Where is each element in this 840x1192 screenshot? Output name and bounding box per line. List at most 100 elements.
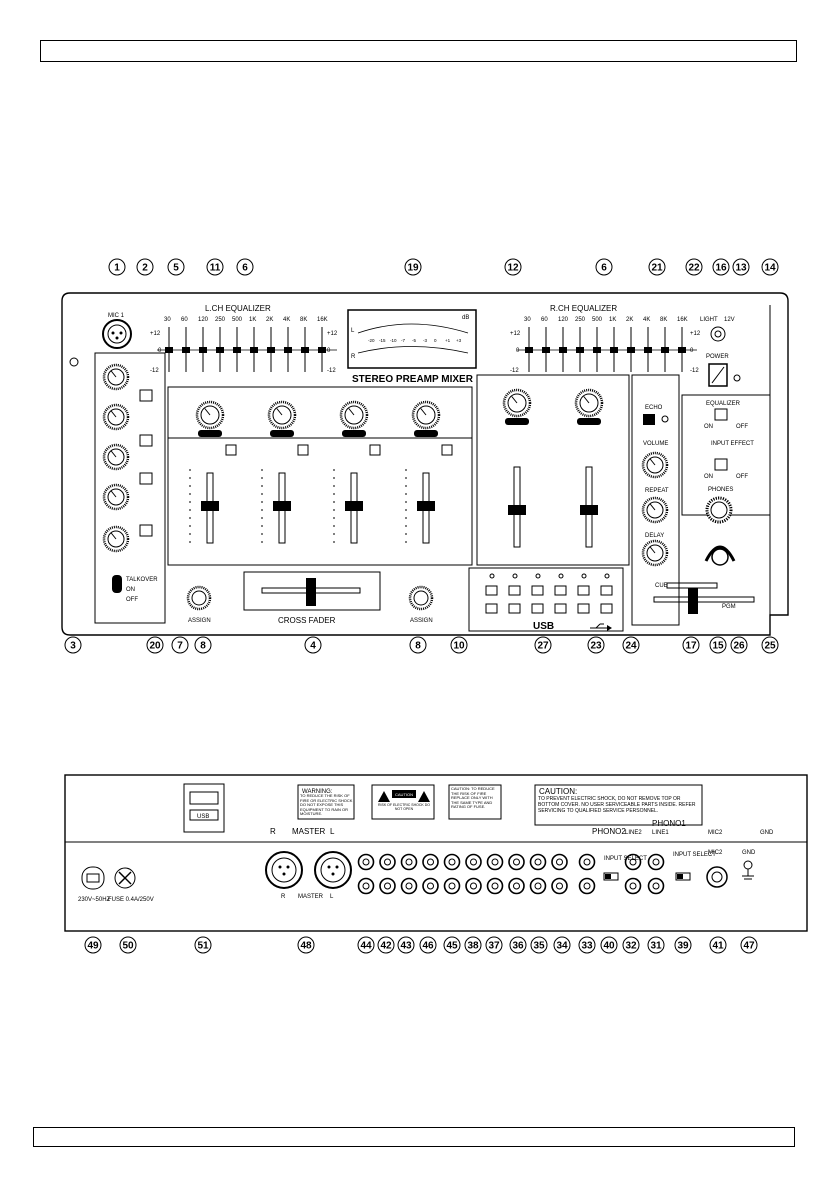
kill-button[interactable] — [139, 472, 153, 485]
mic2-knob[interactable] — [102, 525, 130, 553]
usb-badge — [189, 809, 219, 821]
callout-10: 10 — [450, 636, 468, 654]
usb-button[interactable] — [554, 585, 567, 596]
svg-text:25: 25 — [764, 641, 776, 652]
usb-button[interactable] — [485, 585, 498, 596]
effect-switch[interactable] — [714, 458, 728, 471]
channel-fader[interactable] — [417, 501, 435, 511]
callout-6: 6 — [595, 258, 613, 276]
channel-switch[interactable] — [270, 430, 294, 437]
callout-6: 6 — [236, 258, 254, 276]
channel-fader[interactable] — [273, 501, 291, 511]
usb-button[interactable] — [577, 585, 590, 596]
svg-text:3: 3 — [70, 641, 76, 652]
echo-button[interactable] — [643, 414, 655, 425]
r-eq-freq: 120 — [558, 317, 569, 323]
phones-knob[interactable] — [705, 496, 733, 524]
usb-button[interactable] — [531, 603, 544, 614]
mic1-knob[interactable] — [102, 483, 130, 511]
callout-12: 12 — [504, 258, 522, 276]
line-select-button[interactable] — [369, 444, 381, 456]
effect-off: OFF — [736, 474, 748, 480]
usb-button[interactable] — [485, 603, 498, 614]
master-xlr-right — [265, 851, 303, 889]
mic-cue-button[interactable] — [139, 524, 153, 537]
page-header-box — [40, 40, 797, 62]
usb-button[interactable] — [531, 585, 544, 596]
l-eq-zero-r: 0 — [327, 348, 331, 354]
channel-switch[interactable] — [198, 430, 222, 437]
usb-panel — [468, 567, 624, 632]
svg-text:10: 10 — [453, 641, 465, 652]
assign-knob-left[interactable] — [186, 585, 212, 611]
svg-text:6: 6 — [601, 263, 607, 274]
rca-jack — [508, 853, 525, 871]
rear-master-bot: MASTER — [298, 894, 324, 900]
gain-knob[interactable] — [195, 400, 225, 430]
kill-button[interactable] — [139, 389, 153, 402]
r-eq-freq: 250 — [575, 317, 586, 323]
master-balance-knob[interactable] — [502, 388, 532, 418]
input-select-1: INPUT SELECT — [604, 856, 647, 862]
rca-jack — [357, 877, 375, 895]
page-footer-box — [33, 1127, 795, 1147]
rca-jack — [551, 853, 568, 871]
echo-repeat-knob[interactable] — [641, 496, 669, 524]
zone-fader[interactable] — [580, 505, 598, 515]
usb-button[interactable] — [554, 603, 567, 614]
mid-knob[interactable] — [102, 403, 130, 431]
channel-fader[interactable] — [201, 501, 219, 511]
ground-terminal — [742, 860, 754, 880]
light-label: LIGHT — [700, 317, 718, 323]
assign-knob-right[interactable] — [408, 585, 434, 611]
mic2-jack — [706, 866, 728, 888]
channel-switch[interactable] — [342, 430, 366, 437]
line-select-button[interactable] — [297, 444, 309, 456]
high-knob[interactable] — [102, 363, 130, 391]
gain-knob[interactable] — [411, 400, 441, 430]
usb-button[interactable] — [508, 603, 521, 614]
low-knob[interactable] — [102, 443, 130, 471]
rear-l-top: L — [330, 827, 335, 836]
channel-switch[interactable] — [414, 430, 438, 437]
r-eq-freq: 30 — [524, 317, 531, 323]
master-switch[interactable] — [505, 418, 529, 425]
gain-knob[interactable] — [339, 400, 369, 430]
crossfader[interactable] — [306, 578, 316, 606]
svg-text:2: 2 — [142, 263, 148, 274]
callout-33: 33 — [578, 936, 596, 954]
rca-jack — [379, 853, 396, 871]
echo-volume-knob[interactable] — [641, 451, 669, 479]
line-select-button[interactable] — [441, 444, 453, 456]
line-select-button[interactable] — [225, 444, 237, 456]
equalizer-switch[interactable] — [714, 408, 728, 421]
kill-button[interactable] — [139, 434, 153, 447]
zone-switch[interactable] — [577, 418, 601, 425]
callout-27: 27 — [534, 636, 552, 654]
svg-text:47: 47 — [743, 941, 755, 952]
callout-17: 17 — [682, 636, 700, 654]
caution-small: CAUTION — [395, 792, 413, 797]
channel-block — [167, 386, 473, 566]
cue-pgm-fader[interactable] — [688, 588, 698, 614]
callout-49: 49 — [84, 936, 102, 954]
usb-button[interactable] — [577, 603, 590, 614]
gain-knob[interactable] — [267, 400, 297, 430]
echo-delay-knob[interactable] — [641, 539, 669, 567]
channel-fader[interactable] — [345, 501, 363, 511]
usb-button[interactable] — [600, 603, 613, 614]
usb-button[interactable] — [508, 585, 521, 596]
vu-meter — [347, 309, 477, 369]
talkover-switch[interactable] — [112, 575, 122, 593]
callout-15: 15 — [709, 636, 727, 654]
callout-32: 32 — [622, 936, 640, 954]
l-eq-plus-r: +12 — [327, 331, 338, 337]
eq-off: OFF — [736, 424, 748, 430]
svg-text:51: 51 — [197, 941, 209, 952]
master-fader[interactable] — [508, 505, 526, 515]
usb-button[interactable] — [600, 585, 613, 596]
rca-jack — [465, 877, 482, 895]
l-eq-freq: 60 — [181, 317, 188, 323]
r-eq-freq: 16K — [677, 317, 688, 323]
zone-balance-knob[interactable] — [574, 388, 604, 418]
